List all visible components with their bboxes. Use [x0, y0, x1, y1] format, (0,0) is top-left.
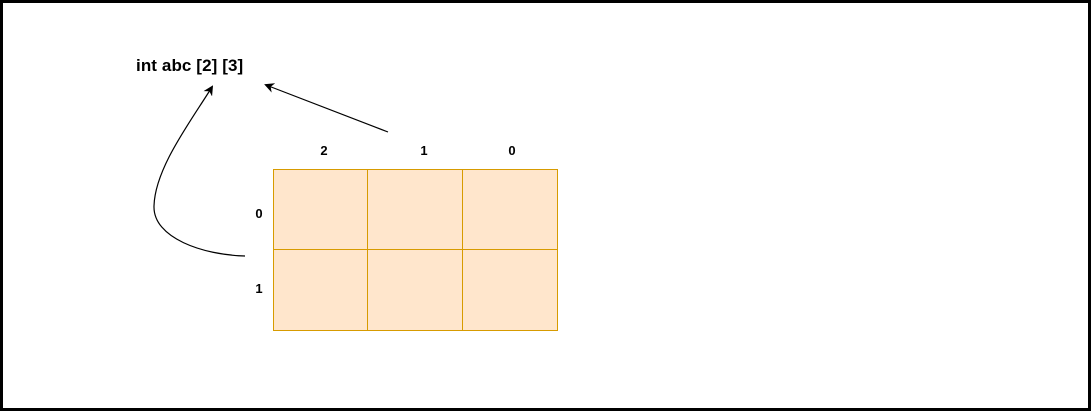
- grid-cell-r1-c2: [462, 250, 557, 330]
- grid-cell-r0-c0: [274, 170, 369, 250]
- array-grid: [273, 169, 558, 331]
- column-label-0: 2: [320, 143, 328, 158]
- row-dimension-arrow: [153, 85, 246, 257]
- row-label-0: 0: [255, 206, 263, 221]
- row-label-1: 1: [255, 281, 263, 296]
- column-label-1: 1: [420, 143, 428, 158]
- grid-cell-r1-c1: [368, 250, 463, 330]
- grid-cell-r1-c0: [274, 250, 369, 330]
- grid-cell-r0-c2: [462, 170, 557, 250]
- grid-cell-r0-c1: [368, 170, 463, 250]
- column-label-2: 0: [508, 143, 516, 158]
- array-declaration: int abc [2] [3]: [136, 56, 244, 75]
- column-dimension-arrow: [264, 83, 389, 133]
